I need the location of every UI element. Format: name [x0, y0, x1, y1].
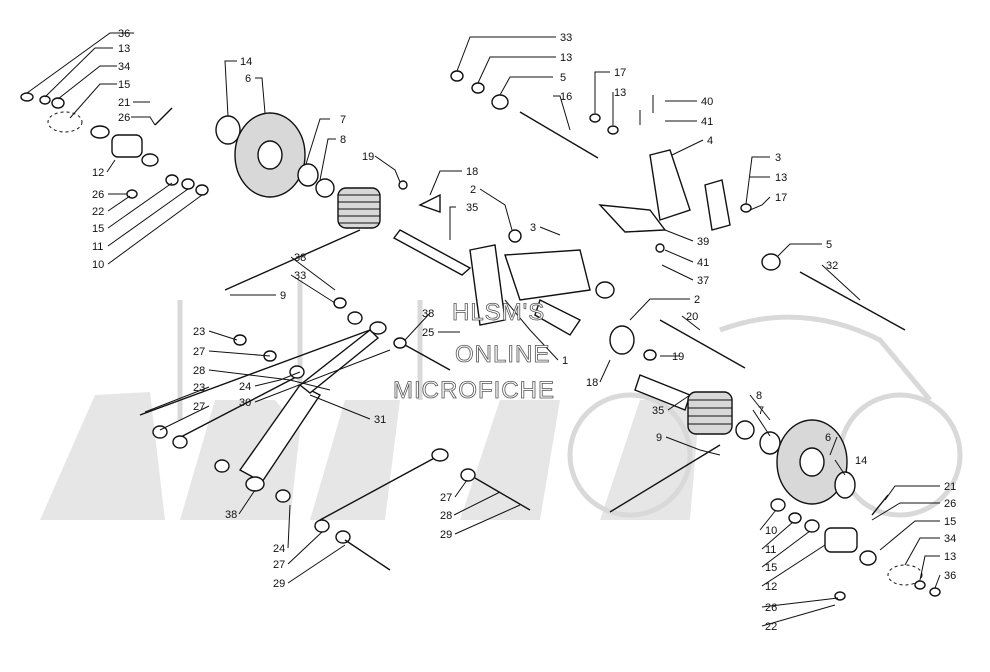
part-label: 28	[193, 365, 205, 377]
part-label: 16	[560, 91, 572, 103]
part-label: 23	[193, 382, 205, 394]
part-label: 41	[697, 257, 709, 269]
part-label: 29	[273, 578, 285, 590]
part-label: 25	[422, 327, 434, 339]
part-label: 21	[118, 97, 130, 109]
part-label: 34	[944, 533, 956, 545]
part-label: 18	[466, 166, 478, 178]
part-label: 14	[855, 455, 867, 467]
part-label: 27	[193, 346, 205, 358]
part-label: 17	[614, 67, 626, 79]
part-label: 19	[362, 151, 374, 163]
part-label: 38	[294, 252, 306, 264]
part-label: 10	[92, 259, 104, 271]
part-label: 22	[92, 206, 104, 218]
part-label: 12	[92, 167, 104, 179]
part-label: 24	[239, 381, 251, 393]
part-label: 21	[944, 481, 956, 493]
part-label: 27	[440, 492, 452, 504]
left-spring-axle	[224, 187, 472, 291]
part-label: 22	[765, 621, 777, 633]
part-label: 38	[225, 509, 237, 521]
part-label: 7	[340, 114, 346, 126]
part-label: 26	[92, 189, 104, 201]
part-label: 18	[586, 377, 598, 389]
part-label: 13	[118, 43, 130, 55]
part-label: 13	[560, 52, 572, 64]
right-wheel	[735, 419, 856, 505]
part-label: 37	[697, 275, 709, 287]
part-label: 31	[374, 414, 386, 426]
part-label: 2	[470, 184, 476, 196]
part-label: 10	[765, 525, 777, 537]
part-label: 36	[118, 28, 130, 40]
part-label: 5	[560, 72, 566, 84]
part-label: 41	[701, 116, 713, 128]
part-label: 11	[92, 241, 103, 253]
right-hub-assembly	[770, 494, 941, 601]
part-label: 7	[758, 405, 764, 417]
part-label: 15	[944, 516, 956, 528]
part-label: 27	[193, 401, 205, 413]
part-label: 9	[656, 432, 662, 444]
part-label: 38	[422, 308, 434, 320]
center-bracket	[469, 229, 635, 355]
part-label: 34	[118, 61, 130, 73]
part-label: 40	[701, 96, 713, 108]
part-label: 27	[273, 559, 285, 571]
part-number-labels: 36 13 34 15 21 26 12 26 22 15 11 10 14 6…	[92, 28, 956, 633]
part-label: 8	[340, 134, 346, 146]
part-label: 19	[672, 351, 684, 363]
part-label: 8	[756, 390, 762, 402]
part-label: 13	[614, 87, 626, 99]
part-label: 35	[652, 405, 664, 417]
part-label: 13	[775, 172, 787, 184]
part-label: 4	[707, 135, 713, 147]
part-label: 29	[440, 529, 452, 541]
part-label: 30	[239, 397, 251, 409]
part-label: 33	[294, 270, 306, 282]
part-label: 20	[686, 311, 698, 323]
right-spring-axle	[609, 319, 746, 513]
part-label: 1	[562, 355, 568, 367]
part-label: 33	[560, 32, 572, 44]
left-hub-assembly	[20, 92, 209, 199]
part-label: 23	[193, 326, 205, 338]
part-label: 35	[466, 202, 478, 214]
left-wheel	[215, 112, 408, 198]
part-label: 39	[697, 236, 709, 248]
watermark-line3: MICROFICHE	[393, 377, 555, 404]
part-label: 11	[765, 544, 776, 556]
part-label: 13	[944, 551, 956, 563]
top-right-linkage	[450, 70, 906, 331]
part-label: 14	[240, 56, 252, 68]
part-label: 26	[118, 112, 130, 124]
watermark-line2: ONLINE	[455, 341, 550, 368]
part-label: 3	[775, 152, 781, 164]
part-label: 3	[530, 222, 536, 234]
part-label: 17	[775, 192, 787, 204]
part-label: 5	[826, 239, 832, 251]
watermark-text: HLSM'S ONLINE MICROFICHE	[393, 299, 555, 405]
part-label: 6	[825, 432, 831, 444]
part-label: 28	[440, 510, 452, 522]
watermark-line1: HLSM'S	[452, 299, 545, 326]
part-label: 24	[273, 543, 285, 555]
part-label: 15	[92, 223, 104, 235]
part-label: 2	[694, 294, 700, 306]
part-label: 32	[826, 260, 838, 272]
part-label: 26	[944, 498, 956, 510]
part-label: 36	[944, 570, 956, 582]
leader-lines	[26, 32, 941, 627]
shock-and-arms	[139, 297, 531, 571]
part-label: 26	[765, 602, 777, 614]
part-label: 6	[245, 73, 251, 85]
part-label: 15	[118, 79, 130, 91]
part-label: 15	[765, 562, 777, 574]
part-label: 12	[765, 581, 777, 593]
part-label: 9	[280, 290, 286, 302]
